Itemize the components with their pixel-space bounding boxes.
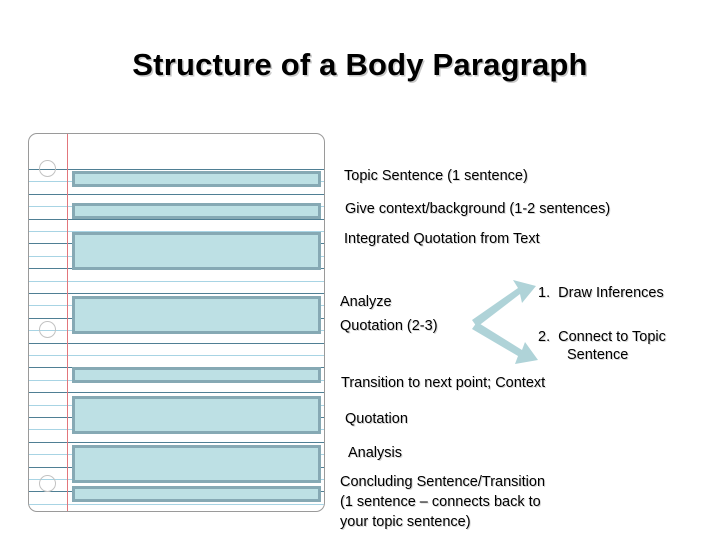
bar-analysis: [72, 445, 321, 483]
bar-topic-sentence: [72, 171, 321, 187]
ruled-line: [29, 231, 324, 232]
note-inference-item-2-line1: 2. Connect to Topic: [538, 329, 666, 345]
bar-transition: [72, 367, 321, 383]
note-analyze-quotation-line2: Quotation (2-3): [340, 318, 438, 334]
ruled-line: [29, 392, 324, 393]
bar-integrated-quotation: [72, 232, 321, 270]
ruled-line: [29, 169, 324, 170]
note-analysis: Analysis: [348, 445, 402, 461]
bar-quotation: [72, 396, 321, 434]
ruled-line: [29, 219, 324, 220]
bar-concluding-sentence: [72, 486, 321, 502]
bar-context-background: [72, 203, 321, 219]
hole-punch: [39, 321, 56, 338]
hole-punch: [39, 475, 56, 492]
hole-punch: [39, 160, 56, 177]
note-concluding-line3: your topic sentence): [340, 514, 471, 530]
ruled-line: [29, 293, 324, 294]
ruled-line: [29, 343, 324, 344]
ruled-line: [29, 504, 324, 505]
bar-analyze-quotation: [72, 296, 321, 334]
arrow-to-draw-inferences: [472, 280, 536, 327]
branch-arrows-group: [472, 280, 538, 364]
note-topic-sentence: Topic Sentence (1 sentence): [344, 168, 528, 184]
note-concluding-line1: Concluding Sentence/Transition: [340, 474, 546, 490]
note-transition: Transition to next point; Context: [341, 375, 546, 391]
notebook-paper: [28, 133, 325, 512]
note-analyze-quotation-line1: Analyze: [340, 294, 392, 310]
ruled-line: [29, 442, 324, 443]
red-margin-line: [67, 134, 68, 511]
note-integrated-quotation: Integrated Quotation from Text: [344, 231, 540, 247]
note-context-background: Give context/background (1-2 sentences): [345, 201, 611, 217]
ruled-line: [29, 281, 324, 282]
note-inference-item-2-line2: Sentence: [567, 347, 629, 363]
ruled-line: [29, 355, 324, 356]
note-inference-item-1: 1. Draw Inferences: [538, 285, 664, 301]
note-quotation: Quotation: [345, 411, 408, 427]
page-title: Structure of a Body Paragraph: [132, 47, 588, 82]
note-concluding-line2: (1 sentence – connects back to: [340, 494, 541, 510]
arrow-to-connect-topic-sentence: [472, 322, 538, 364]
ruled-line: [29, 194, 324, 195]
